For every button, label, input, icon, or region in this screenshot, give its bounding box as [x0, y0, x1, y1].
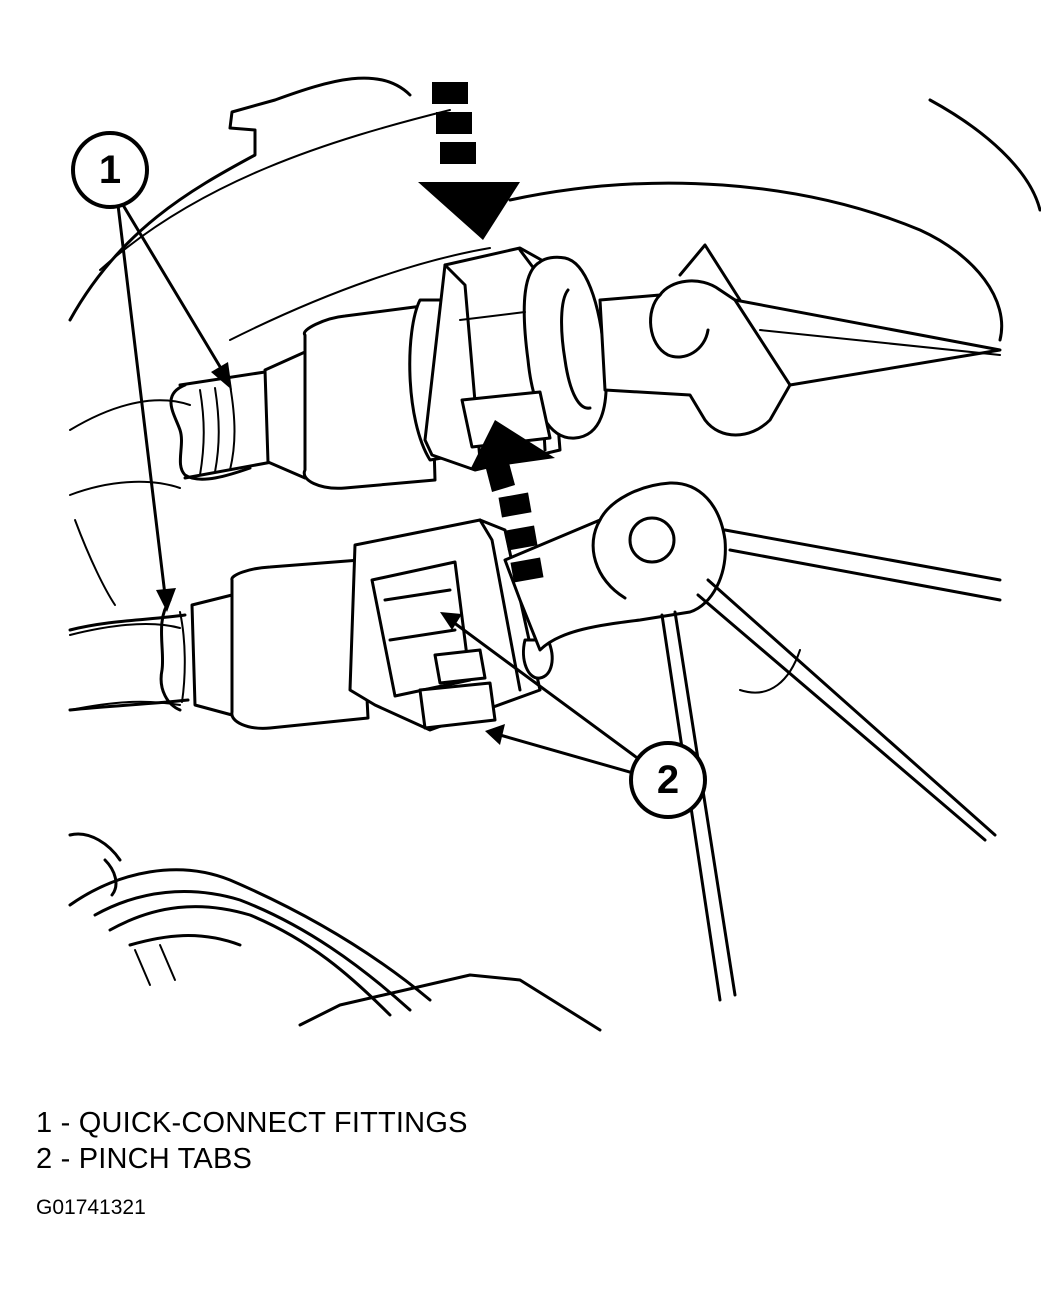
lower-nipple-pipe — [503, 481, 1002, 1002]
pinch-direction-arrow-up — [470, 420, 555, 583]
lower-fuel-line — [68, 558, 370, 730]
pinch-direction-arrow-down — [418, 82, 520, 240]
callout-2-leaders — [440, 612, 642, 777]
figure-id: G01741321 — [36, 1196, 146, 1219]
upper-connector — [423, 246, 608, 472]
quick-connect-fitting-diagram: 1 2 — [68, 76, 1041, 1032]
lower-connector — [348, 518, 554, 732]
callout-2: 2 — [629, 741, 707, 819]
lower-harness — [68, 832, 602, 1032]
callout-1-leaders — [116, 198, 232, 612]
legend-item-pinch-tabs: 2 - PINCH TABS — [36, 1143, 253, 1175]
legend: 1 - QUICK-CONNECT FITTINGS 2 - PINCH TAB… — [36, 1105, 468, 1177]
callout-1-number: 1 — [99, 148, 121, 192]
legend-item-quick-connect-fittings: 1 - QUICK-CONNECT FITTINGS — [36, 1107, 468, 1139]
callout-2-number: 2 — [657, 758, 679, 802]
upper-fuel-line — [169, 298, 462, 490]
callout-1: 1 — [71, 131, 149, 209]
upper-nipple-pipe — [598, 243, 1002, 437]
